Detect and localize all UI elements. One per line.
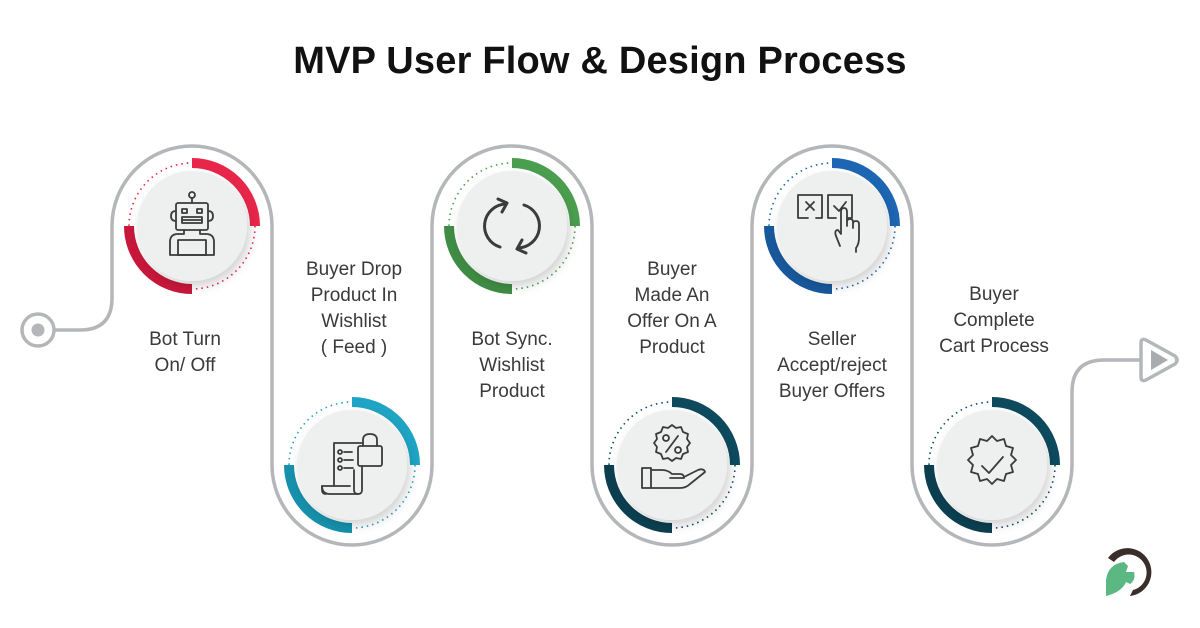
step-4-label-line: Offer On A <box>627 311 717 332</box>
step-3-label-line: Bot Sync. <box>471 329 553 350</box>
step-2-label-line: Buyer Drop <box>305 259 403 280</box>
step-3-label: Bot Sync. Wishlist Product <box>432 327 592 405</box>
step-6-label-line: Complete <box>953 310 1035 331</box>
step-6-label: Buyer Complete Cart Process <box>914 282 1074 360</box>
step-5-label-line: Buyer Offers <box>778 381 886 402</box>
step-1-label-line: On/ Off <box>154 355 216 376</box>
step-4-label-line: Buyer <box>647 259 697 280</box>
step-1-label: Bot Turn On/ Off <box>105 327 265 379</box>
step-4-label-line: Made An <box>634 285 710 306</box>
step-6-label-line: Cart Process <box>939 336 1049 357</box>
step-3-label-line: Product <box>479 381 545 402</box>
step-5-node <box>764 158 900 294</box>
step-3-label-line: Wishlist <box>479 355 545 376</box>
step-1-label-line: Bot Turn <box>149 329 221 350</box>
start-circle <box>20 312 56 348</box>
step-4-label: Buyer Made An Offer On A Product <box>592 257 752 361</box>
accept-reject-icon <box>797 194 860 253</box>
step-6-label-line: Buyer <box>969 284 1019 305</box>
page-title: MVP User Flow & Design Process <box>293 40 907 82</box>
step-2-label: Buyer Drop Product In Wishlist ( Feed ) <box>274 257 434 361</box>
end-arrow-icon <box>1139 337 1179 383</box>
step-5-label-line: Seller <box>807 329 857 350</box>
step-3-node <box>444 158 580 294</box>
step-2-label-line: ( Feed ) <box>320 337 388 358</box>
robot-icon <box>169 191 215 256</box>
step-4-node <box>604 397 740 533</box>
step-6-node <box>924 397 1060 533</box>
brand-logo <box>1106 548 1152 596</box>
step-1-node <box>124 158 260 294</box>
discount-hand-icon <box>641 424 706 489</box>
shopping-list-icon <box>321 433 383 495</box>
step-5-label-line: Accept/reject <box>777 355 887 376</box>
step-2-label-line: Product In <box>310 285 398 306</box>
verified-badge-icon <box>967 435 1017 485</box>
step-2-node <box>284 397 420 533</box>
step-5-label: Seller Accept/reject Buyer Offers <box>752 327 912 405</box>
flow-connector-line <box>53 144 1142 547</box>
step-2-label-line: Wishlist <box>321 311 387 332</box>
step-4-label-line: Product <box>639 337 705 358</box>
sync-icon <box>483 197 541 255</box>
